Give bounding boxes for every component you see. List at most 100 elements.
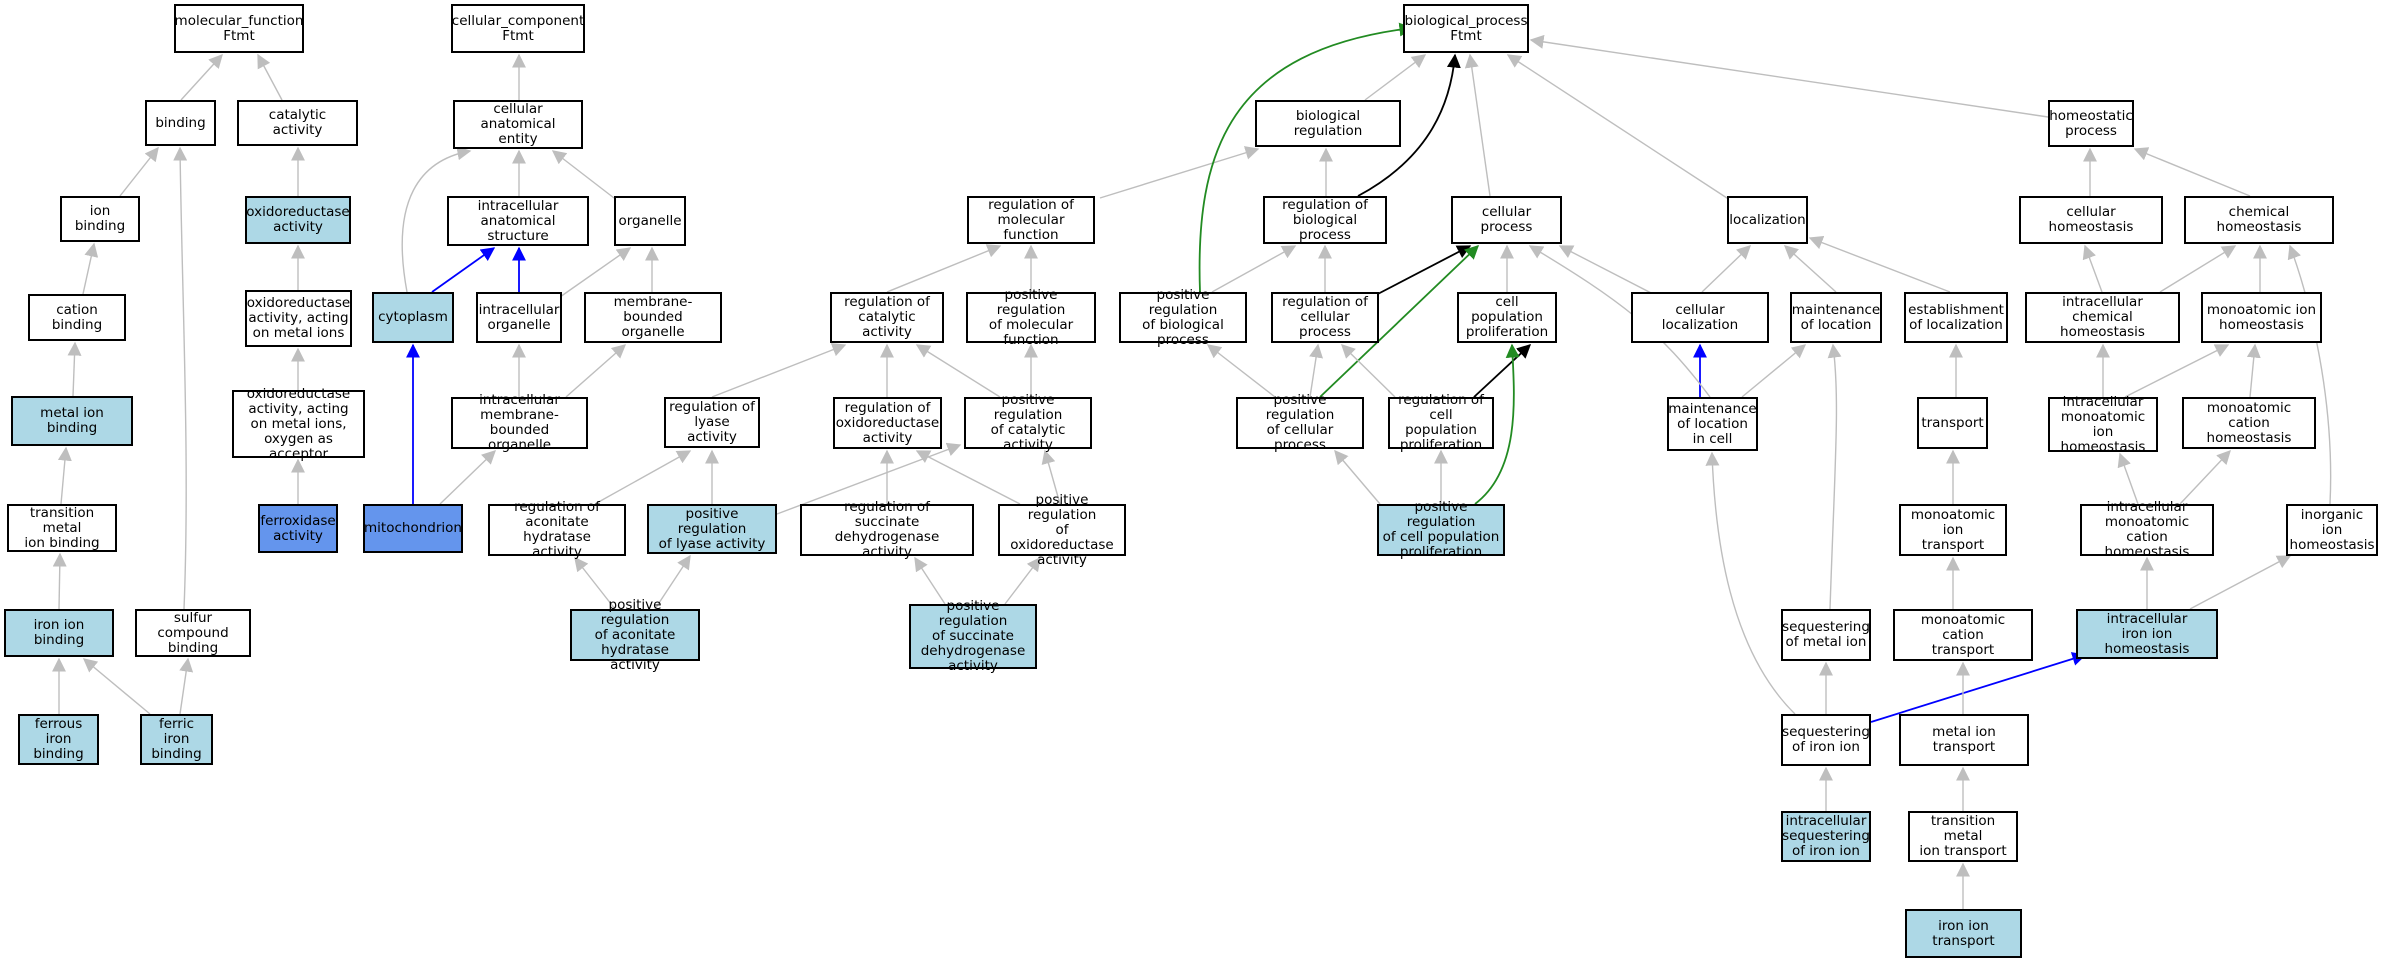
edge-seqiron-to-iiih [1870, 652, 2087, 723]
node-monoatomic-cation-homeostasis[interactable]: monoatomic cation homeostasis [2182, 397, 2316, 449]
node-positive-regulation-catalytic-activity[interactable]: positive regulation of catalytic activit… [964, 393, 1092, 453]
node-ion-binding[interactable]: ion binding [60, 196, 140, 242]
node-positive-regulation-aconitate-hydratase-activity[interactable]: positive regulation of aconitate hydrata… [570, 597, 700, 672]
edge-imch-to-imih [2117, 452, 2139, 505]
node-regulation-aconitate-hydratase-activity[interactable]: regulation of aconitate hydratase activi… [488, 500, 626, 560]
edge-catalytic-to-mf [257, 53, 283, 101]
node-ferroxidase-activity[interactable]: ferroxidase activity [258, 504, 338, 553]
node-sequestering-of-iron-ion[interactable]: sequestering of iron ion [1781, 714, 1871, 766]
node-transition-metal-ion-binding[interactable]: transition metal ion binding [7, 504, 117, 552]
edge-iiih-to-inorganic [2189, 555, 2292, 610]
node-positive-regulation-cell-population-proliferation[interactable]: positive regulation of cell population p… [1377, 500, 1505, 560]
node-intracellular-anatomical-structure[interactable]: intracellular anatomical structure [447, 196, 589, 246]
node-positive-regulation-molecular-function[interactable]: positive regulation of molecular functio… [966, 287, 1096, 347]
node-ferrous-iron-binding[interactable]: ferrous iron binding [18, 714, 99, 765]
edge-imch-to-monocat [2179, 449, 2231, 505]
node-monoatomic-cation-transport[interactable]: monoatomic cation transport [1893, 609, 2033, 661]
node-cellular-component-root[interactable]: cellular_component Ftmt [451, 4, 585, 53]
node-cellular-anatomical-entity[interactable]: cellular anatomical entity [453, 100, 583, 149]
node-maintenance-of-location[interactable]: maintenance of location [1790, 292, 1882, 343]
edge-ichem-to-cellhomeo [2082, 244, 2103, 293]
node-intracellular-chemical-homeostasis[interactable]: intracellular chemical homeostasis [2025, 292, 2180, 343]
node-biological-process-root[interactable]: biological_process Ftmt [1403, 4, 1529, 53]
edge-organelle-to-cae [551, 150, 615, 199]
node-regulation-succinate-dehydrogenase-activity[interactable]: regulation of succinate dehydrogenase ac… [800, 500, 974, 560]
node-monoatomic-ion-homeostasis[interactable]: monoatomic ion homeostasis [2201, 292, 2322, 343]
edge-cellloc-to-loc [1701, 245, 1752, 293]
edge-regcpp-to-regcp [1341, 344, 1396, 398]
node-mitochondrion[interactable]: mitochondrion [363, 504, 463, 553]
edge-mlic-to-maint [1741, 344, 1807, 398]
edge-io-to-organelle [559, 247, 632, 298]
edge-cytoplasm-to-cae [401, 146, 472, 293]
edge-posregcp-to-regcp [1309, 343, 1324, 398]
node-membrane-bounded-organelle[interactable]: membrane-bounded organelle [584, 292, 722, 343]
node-chemical-homeostasis[interactable]: chemical homeostasis [2184, 196, 2334, 244]
node-positive-regulation-cellular-process[interactable]: positive regulation of cellular process [1236, 393, 1364, 453]
node-regulation-cellular-process[interactable]: regulation of cellular process [1271, 292, 1379, 343]
node-intracellular-sequestering-of-iron-ion[interactable]: intracellular sequestering of iron ion [1781, 811, 1871, 862]
edge-posregbp-to-regbp [1211, 245, 1297, 293]
node-localization[interactable]: localization [1727, 196, 1808, 244]
node-homeostatic-process[interactable]: homeostatic process [2048, 100, 2134, 147]
node-sequestering-of-metal-ion[interactable]: sequestering of metal ion [1781, 609, 1871, 661]
node-catalytic-activity[interactable]: catalytic activity [237, 100, 358, 146]
node-oxidoreductase-metal-ions[interactable]: oxidoreductase activity, acting on metal… [245, 290, 352, 347]
node-transition-metal-ion-transport[interactable]: transition metal ion transport [1908, 811, 2018, 862]
node-metal-ion-binding[interactable]: metal ion binding [11, 396, 133, 446]
node-intracellular-membrane-bounded-organelle[interactable]: intracellular membrane-bounded organelle [451, 393, 588, 453]
node-sulfur-compound-binding[interactable]: sulfur compound binding [135, 609, 251, 657]
node-iron-ion-transport[interactable]: iron ion transport [1905, 909, 2022, 958]
edge-cytoplasm-to-ias [431, 247, 496, 293]
node-organelle[interactable]: organelle [614, 196, 686, 246]
edge-posregbp-to-bp [1198, 22, 1414, 293]
node-regulation-lyase-activity[interactable]: regulation of lyase activity [664, 397, 760, 448]
node-monoatomic-ion-transport[interactable]: monoatomic ion transport [1899, 504, 2007, 556]
node-establishment-of-localization[interactable]: establishment of localization [1904, 292, 2008, 343]
node-biological-regulation[interactable]: biological regulation [1255, 100, 1401, 147]
edge-posregoxred-to-posregcat [1041, 449, 1061, 505]
node-cellular-homeostasis[interactable]: cellular homeostasis [2019, 196, 2163, 244]
node-intracellular-monoatomic-ion-homeostasis[interactable]: intracellular monoatomic ion homeostasis [2048, 394, 2158, 454]
node-positive-regulation-lyase-activity[interactable]: positive regulation of lyase activity [647, 504, 777, 554]
node-regulation-cell-population-proliferation[interactable]: regulation of cell population proliferat… [1388, 393, 1494, 453]
node-binding[interactable]: binding [145, 100, 216, 146]
node-cellular-process[interactable]: cellular process [1451, 196, 1562, 244]
node-iron-ion-binding[interactable]: iron ion binding [4, 609, 114, 657]
node-positive-regulation-biological-process[interactable]: positive regulation of biological proces… [1119, 287, 1247, 347]
edge-bioreg-to-bp [1364, 54, 1427, 101]
node-regulation-oxidoreductase-activity[interactable]: regulation of oxidoreductase activity [833, 397, 942, 449]
edge-reglyase-to-regcat [711, 343, 847, 398]
node-cation-binding[interactable]: cation binding [28, 294, 126, 341]
node-regulation-molecular-function[interactable]: regulation of molecular function [967, 196, 1095, 244]
node-positive-regulation-oxidoreductase-activity[interactable]: positive regulation of oxidoreductase ac… [998, 492, 1126, 567]
node-oxidoreductase-metal-oxygen[interactable]: oxidoreductase activity, acting on metal… [232, 386, 365, 461]
node-regulation-biological-process[interactable]: regulation of biological process [1263, 196, 1387, 244]
node-metal-ion-transport[interactable]: metal ion transport [1899, 714, 2029, 766]
edge-iron-to-transition [52, 552, 67, 610]
node-molecular-function-root[interactable]: molecular_function Ftmt [174, 4, 304, 53]
edge-homeo-to-bp [1529, 34, 2049, 118]
node-cell-population-proliferation[interactable]: cell population proliferation [1457, 292, 1557, 343]
edge-imih-to-monoion [2124, 344, 2230, 398]
node-ferric-iron-binding[interactable]: ferric iron binding [140, 714, 213, 765]
node-intracellular-monoatomic-cation-homeostasis[interactable]: intracellular monoatomic cation homeosta… [2080, 500, 2214, 560]
node-maintenance-of-location-in-cell[interactable]: maintenance of location in cell [1667, 397, 1758, 451]
node-intracellular-organelle[interactable]: intracellular organelle [476, 292, 562, 343]
edge-loc-to-bp [1506, 54, 1731, 201]
edge-seqiron-to-mlic [1705, 451, 1796, 715]
node-cytoplasm[interactable]: cytoplasm [372, 292, 454, 343]
edge-imbo-to-mbo [565, 344, 627, 398]
node-transport[interactable]: transport [1917, 397, 1988, 449]
edge-maint-to-loc [1783, 245, 1837, 293]
edge-cellproc-to-bp [1464, 53, 1491, 197]
edge-posregsucc-to-posregoxred [1004, 556, 1041, 605]
edge-chemhomeo-to-homeo [2133, 147, 2251, 197]
node-regulation-catalytic-activity[interactable]: regulation of catalytic activity [830, 292, 944, 343]
node-positive-regulation-succinate-dehydrogenase-activity[interactable]: positive regulation of succinate dehydro… [909, 599, 1037, 674]
node-oxidoreductase-activity[interactable]: oxidoreductase activity [245, 196, 351, 244]
node-cellular-localization[interactable]: cellular localization [1631, 292, 1769, 343]
node-intracellular-iron-ion-homeostasis[interactable]: intracellular iron ion homeostasis [2076, 609, 2218, 659]
edge-regcpp-to-cpp [1473, 344, 1532, 398]
node-inorganic-ion-homeostasis[interactable]: inorganic ion homeostasis [2286, 504, 2378, 556]
